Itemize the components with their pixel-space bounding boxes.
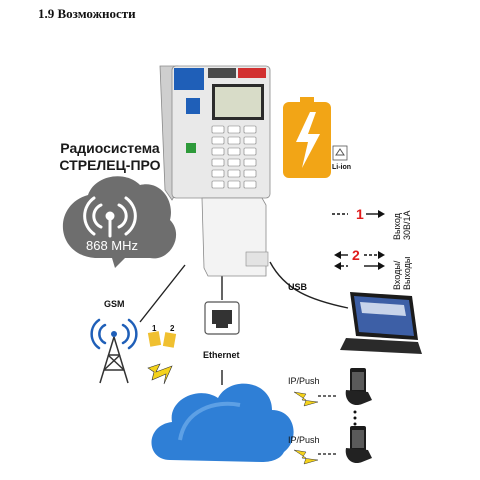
status-led bbox=[186, 143, 196, 153]
terminal-block-side bbox=[186, 98, 200, 114]
lightning-bolt-push-1 bbox=[293, 391, 319, 407]
ellipsis-dots bbox=[353, 410, 357, 426]
lightning-bolt-push-2 bbox=[293, 449, 319, 465]
lightning-bolt-gsm bbox=[147, 363, 173, 385]
smartphone-icon-1 bbox=[345, 368, 372, 406]
cell-tower-icon bbox=[90, 318, 138, 384]
output-2: 2 Входы/ Выходы bbox=[334, 247, 412, 290]
ip-push-label-2: IP/Push bbox=[288, 435, 320, 445]
cloud-icon bbox=[151, 383, 294, 462]
usb-cable bbox=[269, 261, 349, 309]
usb-label: USB bbox=[288, 282, 308, 292]
output-1-number: 1 bbox=[356, 206, 364, 222]
sim-slot-1: 1 bbox=[152, 324, 157, 333]
radio-frequency: 868 MHz bbox=[86, 238, 138, 253]
output-1-rating: 30В/1А bbox=[402, 210, 412, 240]
sim-slot-2: 2 bbox=[170, 324, 175, 333]
terminal-block-top bbox=[174, 68, 204, 90]
battery-icon bbox=[283, 97, 331, 178]
controller-device bbox=[159, 65, 271, 277]
connector-black bbox=[208, 68, 236, 78]
radio-system-title: Радиосистема СТРЕЛЕЦ-ПРО bbox=[40, 140, 180, 174]
page-title: 1.9 Возможности bbox=[38, 6, 136, 21]
gsm-link-line bbox=[139, 264, 186, 323]
sim-cards: 1 2 bbox=[147, 324, 177, 348]
radio-system-model: СТРЕЛЕЦ-ПРО bbox=[59, 157, 161, 173]
output-1: 1 Выход 30В/1А bbox=[332, 206, 412, 240]
radio-system-name: Радиосистема bbox=[60, 140, 160, 156]
gsm-label: GSM bbox=[104, 299, 125, 309]
ethernet-label: Ethernet bbox=[203, 350, 240, 360]
smartphone-icon-2 bbox=[345, 426, 372, 464]
radio-badge: 868 MHz bbox=[62, 176, 177, 268]
output-1-label: Выход bbox=[392, 212, 402, 240]
recycle-icon bbox=[332, 145, 348, 161]
output-2-number: 2 bbox=[352, 247, 360, 263]
ip-push-label-1: IP/Push bbox=[288, 376, 320, 386]
output-2-sublabel: Выходы bbox=[402, 257, 412, 290]
ethernet-port-icon bbox=[204, 301, 240, 335]
radio-waves-icon bbox=[83, 196, 137, 238]
output-2-label: Входы/ bbox=[392, 260, 402, 290]
connector-red bbox=[238, 68, 266, 78]
laptop-icon bbox=[340, 292, 422, 354]
keypad bbox=[211, 125, 257, 189]
battery-label: Li-ion bbox=[332, 164, 351, 171]
